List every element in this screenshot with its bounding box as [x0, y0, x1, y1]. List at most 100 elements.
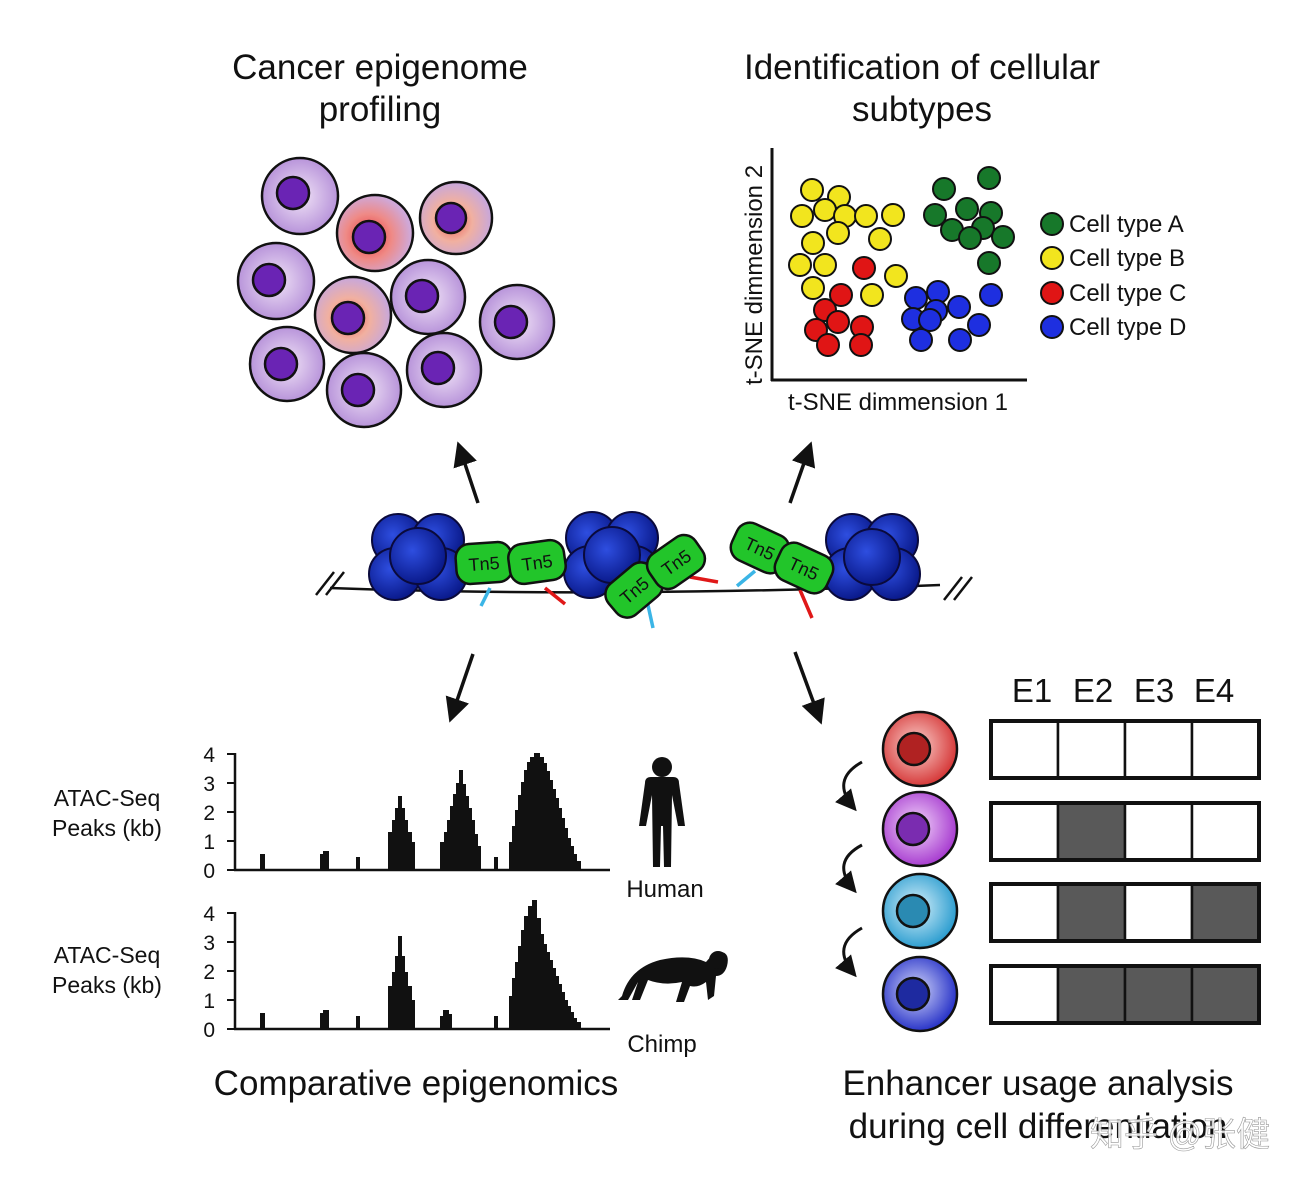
- tsne-point: [991, 225, 1015, 249]
- tsne-point: [788, 253, 812, 277]
- legend-item-cell-type-b: Cell type B: [1040, 245, 1185, 272]
- chimp-label: Chimp: [627, 1031, 696, 1058]
- nucleosome: [368, 513, 468, 601]
- tick-3: 3: [203, 932, 215, 955]
- diff-cell-cyan: [881, 872, 959, 950]
- subtypes-title-line1: Identification of cellular: [743, 48, 1101, 87]
- enhancer-row: [989, 801, 1261, 862]
- tick-4: 4: [203, 744, 215, 767]
- enhancer-row-border: [989, 719, 1261, 780]
- column-header-e3: E3: [1134, 672, 1174, 709]
- tick-2: 2: [203, 802, 215, 825]
- tsne-point: [948, 328, 972, 352]
- tsne-point: [932, 177, 956, 201]
- enhancer-cell-e1: [989, 719, 1060, 780]
- cancer-cell: [313, 275, 393, 355]
- legend-label: Cell type D: [1069, 314, 1186, 341]
- watermark: 知乎 @张健: [1090, 1116, 1270, 1154]
- enhancer-cell-e3: [1123, 964, 1194, 1025]
- tsne-legend: Cell type A Cell type B Cell type C Cell…: [1040, 211, 1186, 341]
- tsne-point: [977, 251, 1001, 275]
- tn5-enzyme: Tn5: [645, 533, 707, 591]
- tick-0: 0: [203, 1019, 215, 1042]
- legend-label: Cell type B: [1069, 245, 1185, 272]
- tn5-enzyme: Tn5: [773, 541, 835, 595]
- track-ylabel-line1: ATAC-Seq: [54, 785, 161, 811]
- tsne-point: [884, 264, 908, 288]
- enhancer-cell-e3: [1123, 801, 1194, 862]
- enhancer-cell-e1: [989, 964, 1060, 1025]
- tick-2: 2: [203, 961, 215, 984]
- track-ylabel-line1: ATAC-Seq: [54, 942, 161, 968]
- tsne-axes: [770, 148, 1027, 382]
- cell: [405, 331, 483, 409]
- differentiation-arrows: [835, 760, 863, 978]
- enhancer-cell-e1: [989, 801, 1060, 862]
- enhancer-column-headers: E1 E2 E3 E4: [1012, 672, 1234, 709]
- enhancer-row: [989, 719, 1261, 780]
- tsne-point: [967, 313, 991, 337]
- tsne-point: [800, 178, 824, 202]
- tsne-point: [909, 328, 933, 352]
- cell: [236, 241, 316, 321]
- human-track: ATAC-Seq Peaks (kb) 0 1 2 3 4 Human: [52, 744, 704, 903]
- arrow-to-cancer-profiling: [453, 441, 480, 504]
- curved-arrow: [835, 926, 863, 978]
- tn5-label: Tn5: [468, 553, 500, 575]
- tsne-point: [868, 227, 892, 251]
- enhancer-cell-e2: [1056, 719, 1127, 780]
- legend-item-cell-type-d: Cell type D: [1040, 314, 1186, 341]
- enhancer-cell-e3: [1123, 719, 1194, 780]
- tsne-point: [826, 310, 850, 334]
- tick-4: 4: [203, 903, 215, 926]
- enhancer-row: [989, 882, 1261, 943]
- tsne-point: [852, 256, 876, 280]
- enhancer-title-line1: Enhancer usage analysis: [842, 1064, 1233, 1103]
- cancer-cell: [418, 180, 494, 256]
- tsne-point: [826, 221, 850, 245]
- chimp-track: ATAC-Seq Peaks (kb) 0 1 2 3 4 Chi: [52, 900, 728, 1058]
- track-ylabel-line2: Peaks (kb): [52, 972, 162, 998]
- tsne-point: [977, 166, 1001, 190]
- tsne-point: [849, 333, 873, 357]
- enhancer-cell-e4: [1190, 964, 1261, 1025]
- tsne-point: [816, 333, 840, 357]
- column-header-e1: E1: [1012, 672, 1052, 709]
- tsne-point: [813, 198, 837, 222]
- tsne-point: [813, 253, 837, 277]
- enhancer-cell-e2: [1056, 801, 1127, 862]
- tsne-points: [788, 166, 1015, 357]
- cancer-cell-cluster: [236, 156, 556, 429]
- tsne-point: [860, 283, 884, 307]
- chimp-icon: [618, 951, 728, 1002]
- tsne-point: [881, 203, 905, 227]
- diff-cell-purple: [881, 790, 959, 868]
- tick-1: 1: [203, 831, 215, 854]
- curved-arrow: [835, 843, 863, 894]
- tick-1: 1: [203, 990, 215, 1013]
- tn5-label: Tn5: [520, 551, 554, 575]
- enhancer-cell-e2: [1056, 964, 1127, 1025]
- cell: [248, 325, 326, 403]
- track-ylabel-line2: Peaks (kb): [52, 815, 162, 841]
- human-icon: [639, 757, 685, 867]
- tn5-enzyme: Tn5: [507, 538, 567, 586]
- nucleosome: [823, 513, 921, 601]
- tsne-point: [947, 295, 971, 319]
- arrow-to-enhancer: [793, 651, 825, 725]
- tsne-point: [801, 231, 825, 255]
- arrow-to-subtypes: [788, 441, 816, 504]
- peak-bars: [260, 753, 581, 870]
- cell: [325, 351, 403, 429]
- enhancer-cell-e2: [1056, 882, 1127, 943]
- tsne-point: [979, 283, 1003, 307]
- subtypes-title-line2: subtypes: [851, 90, 993, 129]
- enhancer-grid: [989, 719, 1261, 1025]
- tick-0: 0: [203, 860, 215, 883]
- enhancer-row-border: [989, 801, 1261, 862]
- tsne-y-axis-label: t-SNE dimmension 2: [741, 165, 768, 385]
- legend-label: Cell type C: [1069, 280, 1186, 307]
- enhancer-row-border: [989, 964, 1261, 1025]
- comparative-title: Comparative epigenomics: [214, 1064, 619, 1103]
- cell: [389, 258, 467, 336]
